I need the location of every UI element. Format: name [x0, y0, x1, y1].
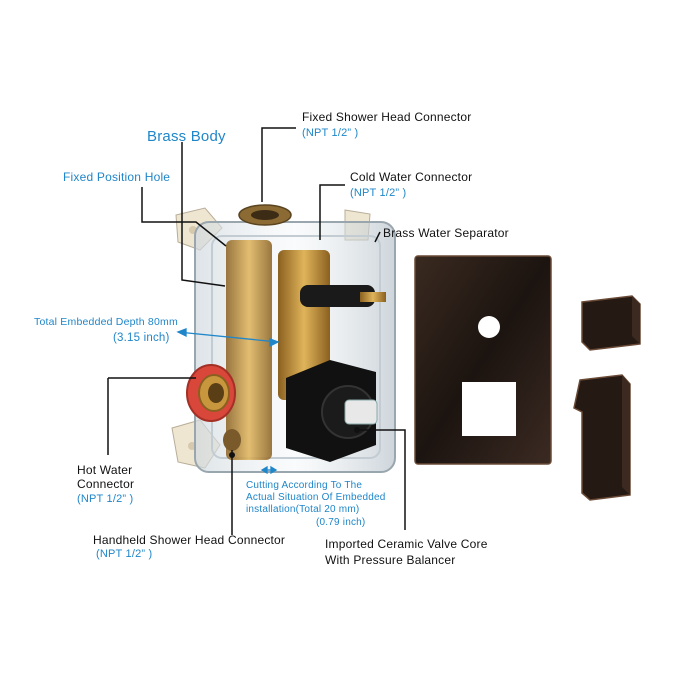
cold-water-size: (NPT 1/2” )	[350, 187, 407, 199]
dimension-arrows	[176, 328, 280, 475]
leader-valve-core	[357, 429, 406, 530]
cutting-note-line2: Actual Situation Of Embedded	[246, 492, 386, 503]
cold-water-connector-label: Cold Water Connector	[350, 170, 473, 184]
handheld-shower-connector	[223, 429, 241, 451]
hot-water-connector-label-1: Hot Water	[77, 463, 133, 477]
fixed-shower-head-connector-label: Fixed Shower Head Connector	[302, 110, 472, 124]
cutting-note-inch: (0.79 inch)	[316, 517, 366, 528]
valve-core-label-1: Imported Ceramic Valve Core	[325, 537, 488, 551]
leader-fixed-shower	[261, 127, 296, 202]
leader-fixed-position	[141, 187, 227, 247]
brass-body-label: Brass Body	[147, 128, 226, 145]
total-embedded-depth-inch: (3.15 inch)	[113, 332, 170, 344]
leader-brass-body	[181, 142, 226, 287]
handheld-size: (NPT 1/2” )	[96, 548, 153, 560]
valve-core-label-2: With Pressure Balancer	[325, 553, 456, 567]
total-embedded-depth-label: Total Embedded Depth 80mm	[34, 316, 178, 328]
cold-water-connector	[300, 285, 386, 307]
leader-dots	[229, 427, 360, 458]
cutting-note-line1: Cutting According To The	[246, 480, 363, 491]
trim-plate	[414, 255, 552, 465]
hot-water-connector-label-2: Connector	[77, 477, 135, 491]
hot-water-size: (NPT 1/2” )	[77, 493, 134, 505]
fixed-shower-connector	[238, 204, 292, 226]
leader-lines	[107, 127, 406, 535]
handheld-shower-head-connector-label: Handheld Shower Head Connector	[93, 533, 286, 547]
handle-cap	[581, 295, 641, 351]
hot-water-connector	[186, 364, 236, 422]
fixed-position-hole-label: Fixed Position Hole	[63, 170, 171, 184]
brass-water-separator-label: Brass Water Separator	[383, 226, 509, 240]
lever-handle	[573, 374, 631, 501]
leader-separator	[374, 231, 381, 243]
fixed-shower-head-size: (NPT 1/2” )	[302, 127, 359, 139]
leader-cold-water	[319, 184, 345, 240]
cutting-note-line3: installation(Total 20 mm)	[246, 504, 360, 515]
ceramic-valve-core	[286, 360, 378, 462]
